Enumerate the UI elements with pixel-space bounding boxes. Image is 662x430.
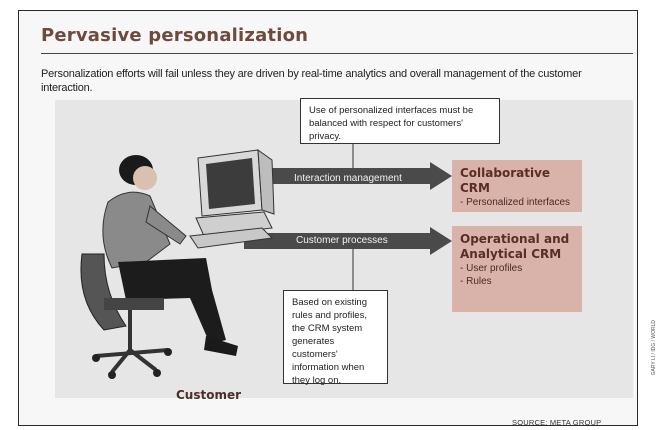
customer-processes-label: Customer processes (296, 235, 388, 246)
figure-title: Pervasive personalization (41, 25, 309, 46)
computer-icon (189, 148, 275, 249)
operational-analytical-crm-heading: Operational and Analytical CRM (460, 232, 570, 261)
source-note: SOURCE: META GROUP (512, 418, 602, 427)
customer-illustration (80, 155, 238, 379)
crm-system-callout: Based on existing rules and profiles, th… (283, 290, 388, 386)
collaborative-crm-box: Collaborative CRM - Personalized interfa… (452, 160, 582, 212)
collaborative-crm-item: - Personalized interfaces (460, 197, 571, 208)
customer-processes-arrow (244, 227, 452, 255)
figure-subtitle: Personalization efforts will fail unless… (41, 68, 582, 94)
operational-analytical-crm-box: Operational and Analytical CRM - User pr… (452, 226, 582, 312)
operational-crm-item-rules: - Rules (460, 276, 492, 287)
privacy-callout: Use of personalized interfaces must be b… (300, 98, 500, 144)
operational-crm-item-user-profiles: - User profiles (460, 263, 523, 274)
illustration-credit: GARY LI / IDG / WORLD (651, 320, 657, 376)
collaborative-crm-heading: Collaborative CRM (460, 166, 551, 195)
interaction-management-label: Interaction management (294, 173, 402, 184)
interaction-arrow (266, 162, 452, 190)
customer-label: Customer (176, 388, 242, 402)
title-rule (41, 53, 633, 54)
